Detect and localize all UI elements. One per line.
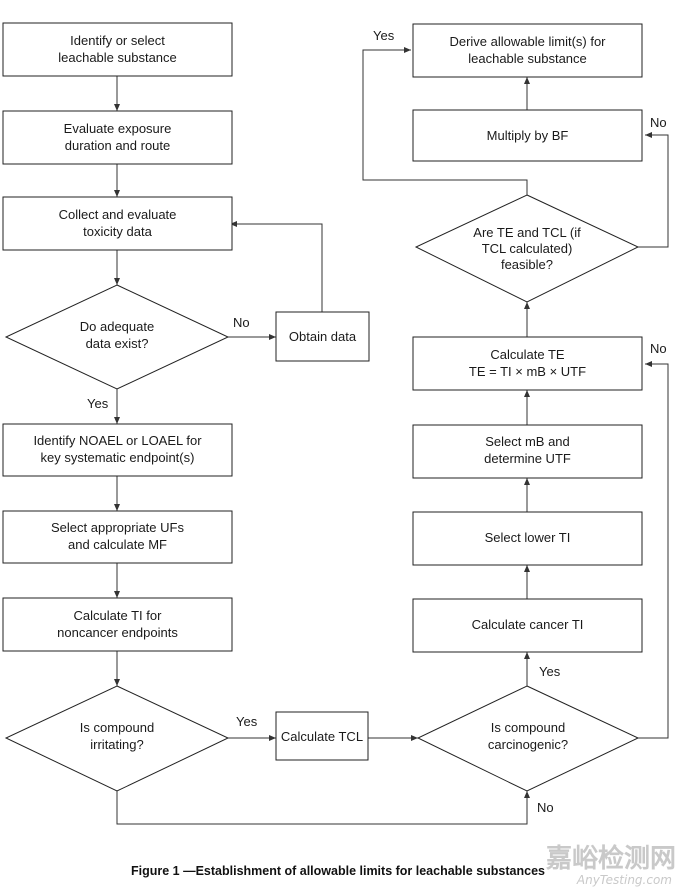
svg-text:Select mB and: Select mB and: [485, 434, 570, 449]
yes-label-carcinogenic: Yes: [539, 664, 561, 679]
calculate-te-box: Calculate TE TE = TI × mB × UTF: [412, 336, 643, 391]
svg-text:data exist?: data exist?: [86, 336, 149, 351]
derive-limits-box: Derive allowable limit(s) for leachable …: [412, 23, 643, 78]
svg-text:Are TE and TCL (if: Are TE and TCL (if: [473, 225, 581, 240]
calculate-tcl-box: Calculate TCL: [275, 711, 369, 761]
watermark-url: AnyTesting.com: [576, 873, 672, 887]
no-label-feasible: No: [650, 115, 667, 130]
yes-label-adequate: Yes: [87, 396, 109, 411]
no-label-irritating: No: [537, 800, 554, 815]
svg-text:Identify or select: Identify or select: [70, 33, 165, 48]
svg-text:toxicity data: toxicity data: [83, 224, 152, 239]
svg-text:Multiply by BF: Multiply by BF: [487, 128, 569, 143]
yes-label-irritating: Yes: [236, 714, 258, 729]
svg-text:Evaluate exposure: Evaluate exposure: [64, 121, 172, 136]
svg-text:key systematic endpoint(s): key systematic endpoint(s): [41, 450, 195, 465]
svg-text:irritating?: irritating?: [90, 737, 143, 752]
watermark-logo: 嘉峪检测网: [546, 843, 676, 874]
adequate-data-decision: Do adequate data exist?: [4, 284, 230, 390]
select-ufs-box: Select appropriate UFs and calculate MF: [2, 510, 233, 564]
obtain-data-box: Obtain data: [275, 311, 370, 362]
svg-text:Do adequate: Do adequate: [80, 319, 154, 334]
svg-text:Select appropriate UFs: Select appropriate UFs: [51, 520, 184, 535]
svg-text:Is compound: Is compound: [80, 720, 154, 735]
svg-text:Obtain data: Obtain data: [289, 329, 357, 344]
svg-text:Collect and evaluate: Collect and evaluate: [59, 207, 177, 222]
irritating-decision: Is compound irritating?: [4, 685, 230, 792]
svg-text:Calculate TE: Calculate TE: [490, 347, 565, 362]
yes-label-feasible: Yes: [373, 28, 395, 43]
svg-text:leachable substance: leachable substance: [468, 51, 587, 66]
identify-noael-box: Identify NOAEL or LOAEL for key systemat…: [2, 423, 233, 477]
svg-text:Derive allowable limit(s) for: Derive allowable limit(s) for: [449, 34, 606, 49]
svg-text:Select lower TI: Select lower TI: [485, 530, 571, 545]
figure-caption: Figure 1 —Establishment of allowable lim…: [131, 864, 545, 878]
svg-text:duration and route: duration and route: [65, 138, 171, 153]
svg-text:Calculate TI for: Calculate TI for: [74, 608, 163, 623]
svg-text:leachable substance: leachable substance: [58, 50, 177, 65]
no-label-carcinogenic: No: [650, 341, 667, 356]
select-mb-box: Select mB and determine UTF: [412, 424, 643, 479]
svg-text:determine UTF: determine UTF: [484, 451, 571, 466]
svg-text:feasible?: feasible?: [501, 257, 553, 272]
svg-text:TE = TI × mB × UTF: TE = TI × mB × UTF: [469, 364, 586, 379]
svg-text:noncancer endpoints: noncancer endpoints: [57, 625, 178, 640]
calculate-cancer-ti-box: Calculate cancer TI: [412, 598, 643, 653]
multiply-bf-box: Multiply by BF: [412, 109, 643, 162]
no-label-adequate: No: [233, 315, 250, 330]
collect-toxicity-box: Collect and evaluate toxicity data: [2, 196, 233, 251]
svg-text:Is compound: Is compound: [491, 720, 565, 735]
svg-text:and calculate MF: and calculate MF: [68, 537, 167, 552]
svg-text:carcinogenic?: carcinogenic?: [488, 737, 568, 752]
svg-text:Identify NOAEL or LOAEL for: Identify NOAEL or LOAEL for: [33, 433, 202, 448]
svg-text:Calculate cancer TI: Calculate cancer TI: [472, 617, 584, 632]
calculate-ti-box: Calculate TI for noncancer endpoints: [2, 597, 233, 652]
select-lower-ti-box: Select lower TI: [412, 511, 643, 566]
identify-select-box: Identify or select leachable substance: [2, 22, 233, 77]
svg-text:TCL calculated): TCL calculated): [482, 241, 573, 256]
evaluate-exposure-box: Evaluate exposure duration and route: [2, 110, 233, 165]
carcinogenic-decision: Is compound carcinogenic?: [416, 685, 640, 792]
feasible-decision: Are TE and TCL (if TCL calculated) feasi…: [414, 194, 640, 303]
connectors: [114, 47, 669, 825]
svg-text:Calculate TCL: Calculate TCL: [281, 729, 363, 744]
